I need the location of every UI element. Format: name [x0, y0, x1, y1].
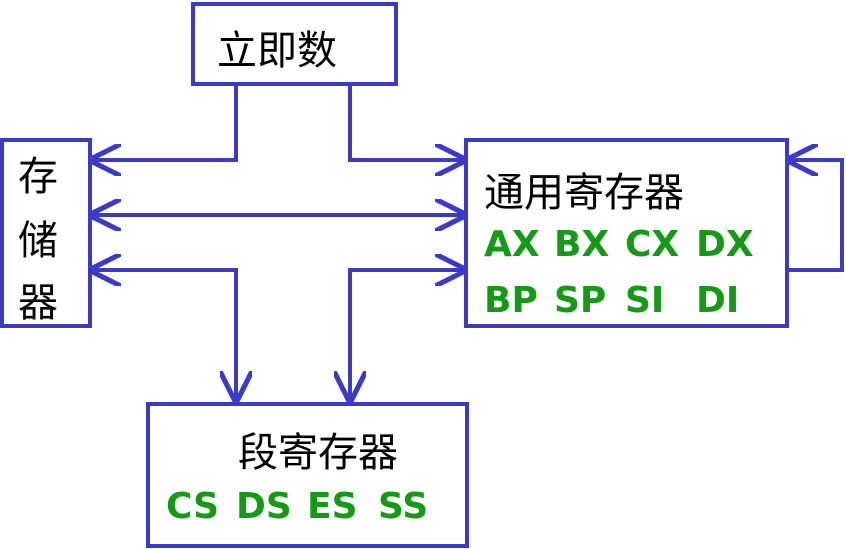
register-sp: SP [554, 280, 607, 321]
memory-label-char-3: 器 [18, 280, 58, 326]
general-register-box: 通用寄存器 AX BX CX DX BP SP SI DI [464, 138, 789, 328]
immediate-label: 立即数 [217, 28, 337, 74]
register-ss: SS [378, 486, 429, 527]
register-si: SI [625, 280, 665, 321]
register-ds: DS [236, 486, 292, 527]
register-ax: AX [484, 224, 540, 265]
arrow-immediate-to-gpr [348, 86, 464, 160]
memory-box: 存 储 器 [0, 138, 92, 328]
register-bp: BP [484, 280, 538, 321]
arrow-immediate-to-memory [92, 86, 238, 160]
register-es: ES [307, 486, 358, 527]
arrow-memory-segment [92, 270, 236, 400]
register-bx: BX [554, 224, 610, 265]
register-cs: CS [166, 486, 220, 527]
memory-label-char-2: 储 [18, 218, 58, 264]
register-cx: CX [625, 224, 680, 265]
arrow-gpr-self-loop [789, 160, 844, 272]
register-di: DI [696, 280, 740, 321]
general-register-title: 通用寄存器 [484, 170, 684, 216]
register-dx: DX [696, 224, 754, 265]
segment-register-box: 段寄存器 CS DS ES SS [146, 402, 469, 548]
segment-register-title: 段寄存器 [238, 430, 398, 476]
immediate-box: 立即数 [191, 2, 398, 86]
arrow-gpr-segment [350, 270, 464, 400]
memory-label-char-1: 存 [18, 154, 58, 200]
